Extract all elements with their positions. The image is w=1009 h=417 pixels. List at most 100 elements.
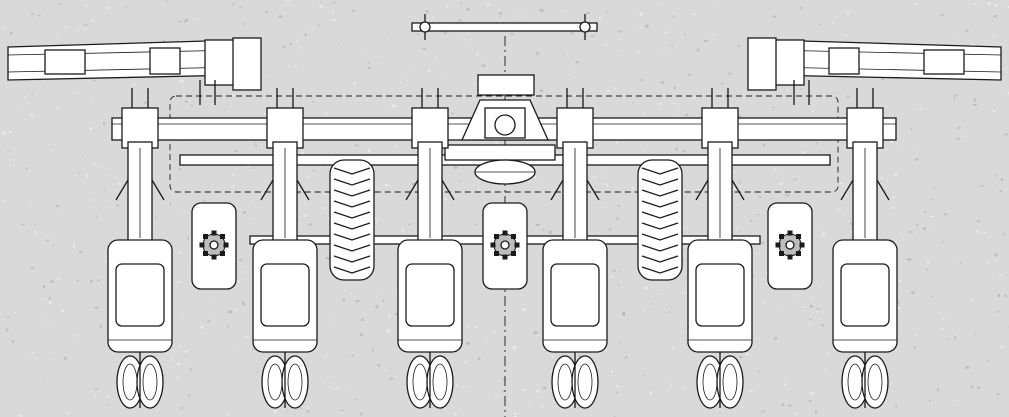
texture-speck (311, 101, 315, 103)
texture-speck (678, 107, 681, 109)
texture-speck (600, 167, 602, 169)
texture-speck (720, 82, 724, 85)
texture-speck (242, 301, 245, 304)
texture-speck (613, 87, 617, 90)
texture-speck (48, 296, 51, 300)
texture-speck (46, 319, 49, 322)
texture-speck (50, 358, 54, 360)
texture-speck (176, 376, 180, 378)
texture-speck (590, 35, 595, 37)
texture-speck (955, 400, 959, 402)
texture-speck (896, 143, 898, 145)
texture-speck (417, 33, 420, 35)
texture-speck (914, 333, 917, 336)
texture-speck (682, 226, 685, 229)
texture-speck (94, 395, 96, 397)
texture-speck (880, 177, 884, 179)
texture-speck (254, 142, 257, 144)
texture-speck (739, 180, 742, 184)
texture-speck (574, 77, 576, 79)
texture-speck (179, 251, 182, 254)
texture-speck (246, 335, 249, 338)
texture-speck (105, 6, 109, 10)
texture-speck (56, 205, 60, 207)
texture-speck (599, 16, 602, 19)
texture-speck (808, 323, 810, 326)
texture-speck (649, 303, 652, 305)
texture-speck (282, 45, 286, 48)
texture-speck (116, 204, 119, 207)
texture-speck (42, 379, 44, 381)
left-wing-arm (7, 37, 262, 105)
texture-speck (704, 39, 708, 42)
texture-speck (287, 64, 290, 67)
texture-speck (765, 191, 768, 194)
texture-speck (575, 61, 580, 64)
texture-speck (953, 94, 958, 97)
row-unit-3 (397, 88, 463, 409)
texture-speck (55, 209, 57, 211)
texture-speck (881, 77, 884, 81)
texture-speck (300, 151, 304, 155)
texture-speck (924, 211, 927, 213)
texture-speck (353, 81, 356, 85)
texture-speck (501, 61, 506, 63)
texture-speck (3, 200, 6, 202)
texture-speck (944, 213, 948, 216)
texture-speck (649, 391, 653, 395)
texture-speck (332, 11, 335, 14)
texture-speck (324, 192, 327, 195)
texture-speck (571, 31, 574, 34)
texture-speck (85, 174, 88, 178)
texture-speck (809, 392, 814, 395)
texture-speck (294, 65, 297, 68)
texture-speck (96, 279, 100, 281)
texture-speck (456, 384, 458, 387)
texture-speck (317, 24, 320, 27)
texture-speck (300, 407, 302, 410)
texture-speck (761, 410, 765, 412)
texture-speck (349, 386, 351, 389)
texture-speck (29, 207, 32, 209)
texture-speck (244, 22, 246, 25)
texture-speck (91, 19, 94, 23)
texture-speck (381, 62, 384, 64)
texture-speck (307, 410, 310, 413)
top-link-bar (411, 14, 598, 40)
texture-speck (926, 268, 928, 271)
texture-speck (361, 318, 364, 322)
texture-speck (947, 337, 950, 340)
texture-speck (232, 94, 236, 97)
texture-speck (464, 361, 468, 363)
texture-speck (660, 81, 664, 84)
texture-speck (208, 302, 210, 305)
texture-speck (352, 9, 355, 12)
texture-speck (595, 143, 597, 146)
texture-speck (71, 92, 75, 94)
texture-speck (839, 181, 843, 185)
texture-speck (783, 383, 787, 386)
texture-speck (307, 407, 309, 410)
texture-speck (9, 31, 13, 35)
texture-speck (810, 296, 815, 298)
texture-speck (184, 355, 186, 357)
texture-speck (550, 370, 554, 373)
texture-speck (992, 110, 996, 112)
texture-speck (548, 230, 552, 234)
texture-speck (737, 45, 741, 47)
texture-speck (693, 12, 696, 16)
texture-speck (659, 102, 662, 106)
texture-speck (672, 346, 675, 350)
texture-speck (57, 277, 61, 280)
texture-speck (752, 274, 754, 277)
texture-speck (915, 158, 919, 161)
texture-speck (90, 191, 92, 194)
texture-speck (34, 224, 36, 227)
center-hitch (444, 74, 556, 185)
texture-speck (779, 182, 784, 185)
texture-speck (106, 404, 109, 406)
texture-speck (401, 229, 405, 232)
texture-speck (562, 54, 564, 56)
